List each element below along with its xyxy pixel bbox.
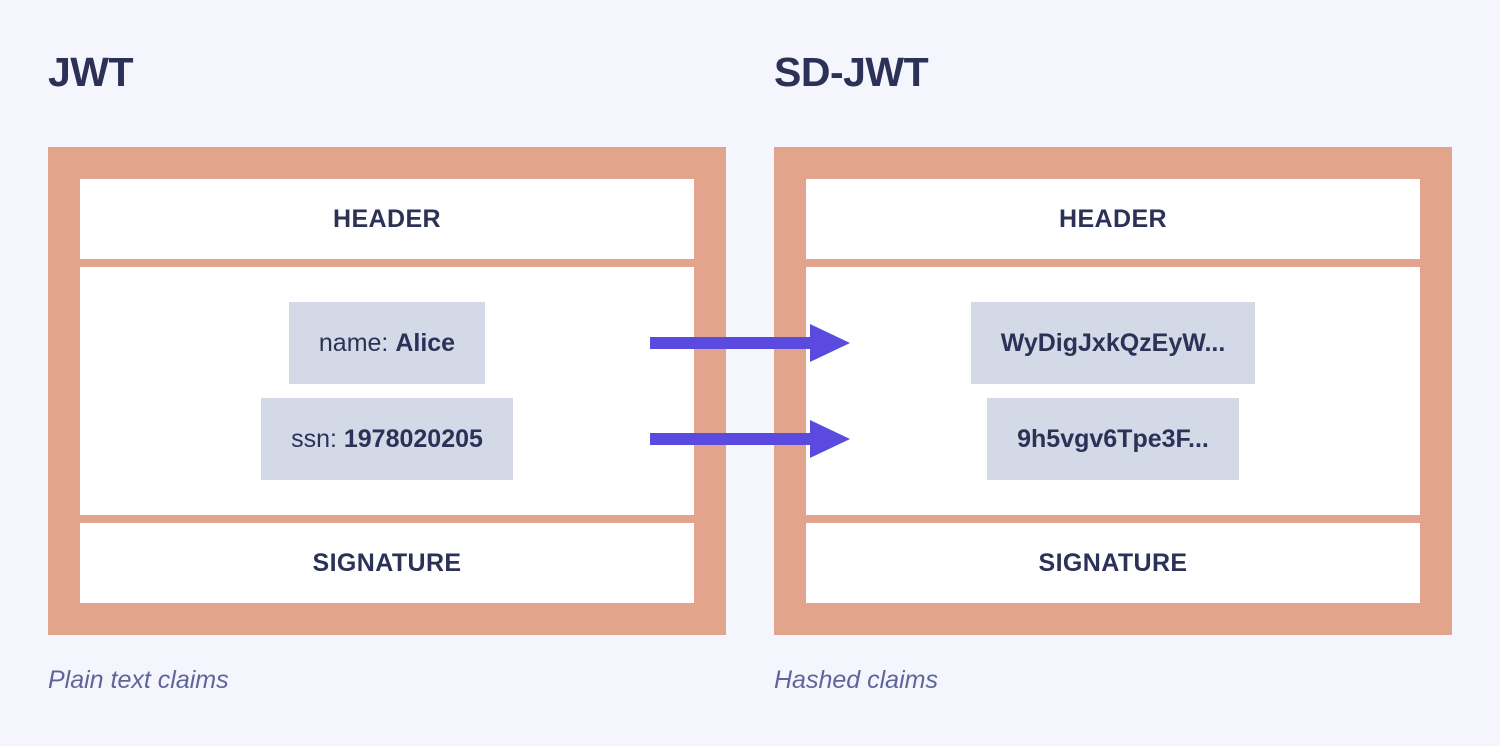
- jwt-caption: Plain text claims: [48, 666, 229, 694]
- jwt-column-title: JWT: [48, 49, 134, 95]
- jwt-signature-label: SIGNATURE: [312, 548, 462, 577]
- sdjwt-claim-hash-2: 9h5vgv6Tpe3F...: [987, 398, 1239, 480]
- sdjwt-claims-panel: WyDigJxkQzEyW... 9h5vgv6Tpe3F...: [806, 267, 1420, 515]
- sdjwt-header-label: HEADER: [1059, 204, 1167, 233]
- sdjwt-divider-top: [806, 259, 1420, 267]
- jwt-token-card: HEADER name: Alice ssn: 1978020205 SIGNA…: [48, 147, 726, 635]
- sdjwt-signature-label: SIGNATURE: [1038, 548, 1188, 577]
- sdjwt-token-card: HEADER WyDigJxkQzEyW... 9h5vgv6Tpe3F... …: [774, 147, 1452, 635]
- jwt-claim-name: name: Alice: [288, 302, 486, 384]
- sdjwt-caption: Hashed claims: [774, 666, 938, 694]
- jwt-signature-band: SIGNATURE: [80, 523, 694, 603]
- jwt-claim-ssn: ssn: 1978020205: [261, 398, 513, 480]
- jwt-header-band: HEADER: [80, 179, 694, 259]
- jwt-divider-top: [80, 259, 694, 267]
- jwt-claim-name-value: Alice: [395, 328, 456, 357]
- sdjwt-claim-hash-1: WyDigJxkQzEyW...: [970, 302, 1256, 384]
- jwt-claims-panel: name: Alice ssn: 1978020205: [80, 267, 694, 515]
- sdjwt-column-title: SD-JWT: [774, 49, 929, 95]
- sdjwt-claim-hash-1-value: WyDigJxkQzEyW...: [1000, 328, 1226, 357]
- jwt-claim-ssn-key: ssn:: [291, 424, 337, 453]
- sdjwt-header-band: HEADER: [806, 179, 1420, 259]
- jwt-claim-ssn-value: 1978020205: [343, 424, 483, 453]
- sdjwt-signature-band: SIGNATURE: [806, 523, 1420, 603]
- sdjwt-divider-bottom: [806, 515, 1420, 523]
- jwt-divider-bottom: [80, 515, 694, 523]
- jwt-header-label: HEADER: [333, 204, 441, 233]
- sdjwt-claim-hash-2-value: 9h5vgv6Tpe3F...: [1017, 424, 1209, 453]
- jwt-claim-name-key: name:: [318, 328, 389, 357]
